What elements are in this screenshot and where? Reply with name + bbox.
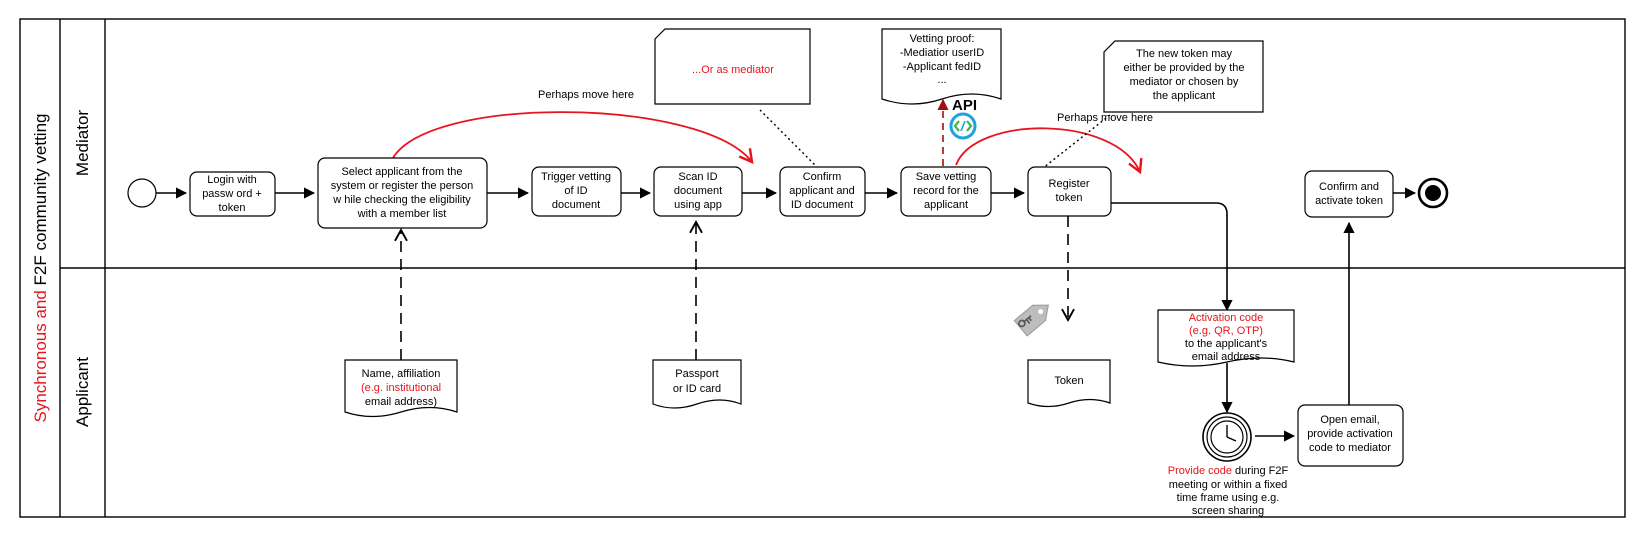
token-tag-icon [1013,304,1049,337]
task-open-email-line: code to mediator [1309,442,1391,454]
task-login[interactable]: Login with passw ord + token [189,171,276,217]
data-vetting-proof-line: ... [937,74,946,86]
annotation-or-mediator: ...Or as mediator [654,28,811,105]
data-passport: Passport or ID card [652,359,742,409]
annotation-perhaps-move-right: Perhaps move here [1057,112,1153,124]
data-name-line-red: (e.g. institutional [361,382,441,394]
sequence-flows [156,187,1417,442]
api-label: API [952,97,977,114]
task-open-email[interactable]: Open email, provide activation code to m… [1297,404,1404,467]
task-save-line: applicant [924,199,968,211]
data-passport-line: or ID card [673,383,721,395]
task-select-line: with a member list [357,208,447,220]
provide-code-line: screen sharing [1192,505,1264,517]
task-save-line: Save vetting [916,171,977,183]
task-save-line: record for the [913,185,978,197]
pool-label: Synchronous and F2F community vetting [31,114,50,423]
task-confirm-applicant[interactable]: Confirm applicant and ID document [779,166,866,217]
task-register-line: Register [1049,178,1090,190]
lane-label-mediator: Mediator [73,110,92,176]
annotation-or-mediator-text: ...Or as mediator [692,64,774,76]
task-login-line: passw ord + [202,188,262,200]
task-trigger-line: of ID [564,185,587,197]
task-open-email-line: Open email, [1320,414,1379,426]
annotation-new-token-line: the applicant [1153,90,1215,102]
end-event-icon [1417,177,1449,209]
data-name-affiliation: Name, affiliation (e.g. institutional em… [344,359,458,418]
task-scan-line: document [674,185,722,197]
task-register-token[interactable]: Register token [1027,166,1112,217]
task-select-applicant[interactable]: Select applicant from the system or regi… [317,157,488,229]
task-open-email-line: provide activation [1307,428,1393,440]
task-select-line: system or register the person [331,180,473,192]
perhaps-move-arc-left [389,111,754,166]
data-vetting-proof-line: -Applicant fedID [903,61,981,73]
data-activation-line: to the applicant's [1185,338,1268,350]
task-login-line: Login with [207,174,257,186]
task-select-line: w hile checking the eligibility [332,194,471,206]
task-login-line: token [219,202,246,214]
data-vetting-proof-line: Vetting proof: [910,33,975,45]
task-confirm-activate-token[interactable]: Confirm and activate token [1304,170,1394,218]
provide-code-line: meeting or within a fixed [1169,479,1288,491]
task-trigger-vetting[interactable]: Trigger vetting of ID document [531,166,622,217]
timer-icon [1202,412,1252,462]
annotation-link-new-token [1037,114,1111,173]
provide-code-text: Provide code during F2F [1168,465,1289,477]
data-token-label: Token [1054,375,1083,387]
task-scan-line: using app [674,199,722,211]
annotation-new-token-line: The new token may [1136,48,1232,60]
task-confirm-line: ID document [791,199,853,211]
task-confirm-line: Confirm [803,171,842,183]
annotation-perhaps-move-left: Perhaps move here [538,89,634,101]
data-vetting-proof: Vetting proof: -Mediatior userID -Applic… [881,28,1002,105]
data-activation-line: email address [1192,351,1261,363]
task-save-vetting-record[interactable]: Save vetting record for the applicant [900,166,992,217]
pool [19,18,1626,518]
task-trigger-line: document [552,199,600,211]
data-activation-code: Activation code (e.g. QR, OTP) to the ap… [1157,309,1295,367]
api-icon: API [949,97,977,140]
task-activate-line: Confirm and [1319,181,1379,193]
data-activation-line-red: Activation code [1189,312,1264,324]
perhaps-move-arc-right [955,127,1143,175]
annotation-new-token-line: either be provided by the [1123,62,1244,74]
task-scan-id[interactable]: Scan ID document using app [653,166,743,217]
annotation-new-token-line: mediator or chosen by [1130,76,1239,88]
provide-code-line: time frame using e.g. [1177,492,1280,504]
lane-label-applicant: Applicant [73,357,92,427]
data-activation-line-red: (e.g. QR, OTP) [1189,325,1263,337]
annotation-link-or-mediator [759,109,823,173]
task-activate-line: activate token [1315,195,1383,207]
task-confirm-line: applicant and [789,185,854,197]
data-name-line: email address) [365,396,437,408]
data-passport-line: Passport [675,368,718,380]
task-scan-line: Scan ID [678,171,717,183]
data-name-line: Name, affiliation [362,368,441,380]
task-select-line: Select applicant from the [341,166,462,178]
start-event-icon [127,178,157,208]
task-trigger-line: Trigger vetting [541,171,611,183]
task-register-line: token [1056,192,1083,204]
annotation-new-token: The new token may either be provided by … [1103,40,1264,113]
data-token: Token [1027,359,1111,408]
data-vetting-proof-line: -Mediatior userID [900,47,984,59]
